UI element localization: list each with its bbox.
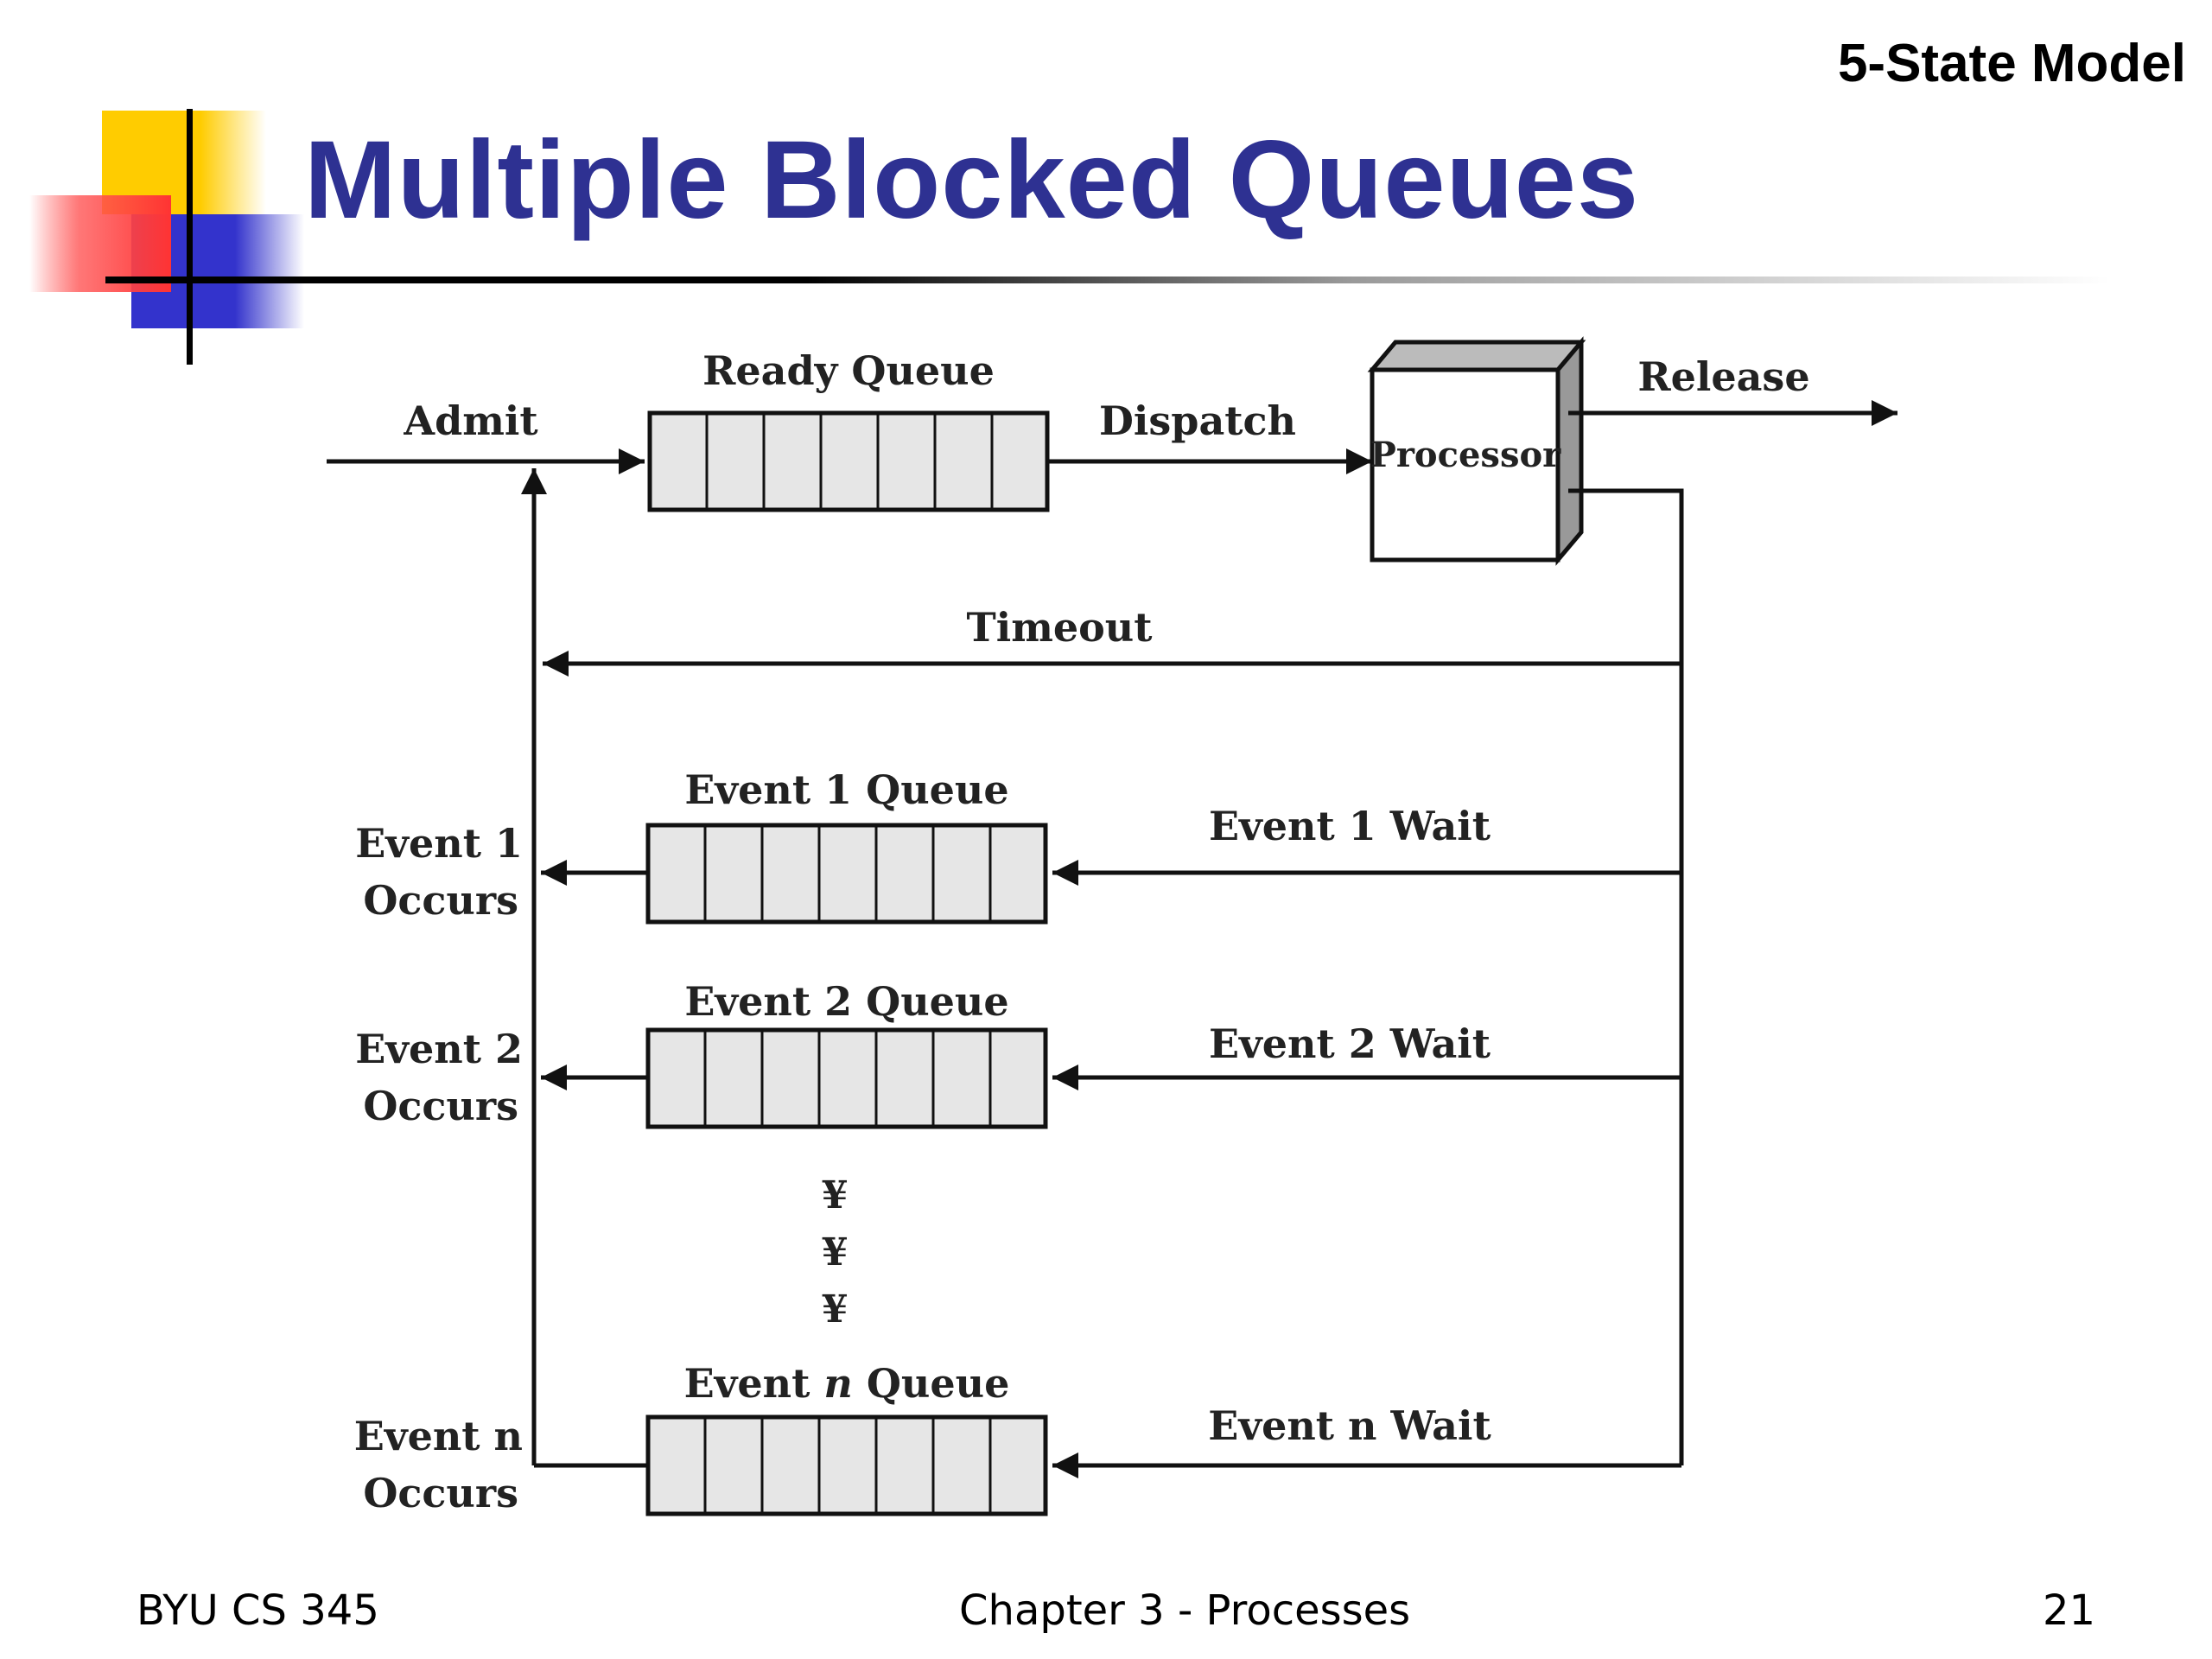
event-1-occurs-label: Event 1: [355, 820, 523, 867]
event-n-queue-box: [645, 1414, 1048, 1516]
event-n-queue-label: Event n Queue: [684, 1360, 1010, 1407]
event-2-wait-label: Event 2 Wait: [1209, 1020, 1491, 1067]
logo-vertical-bar: [187, 109, 193, 365]
ready-queue-label: Ready Queue: [702, 347, 995, 394]
footer-page-number: 21: [2043, 1586, 2096, 1635]
footer-course: BYU CS 345: [137, 1586, 379, 1635]
dispatch-label: Dispatch: [1099, 397, 1296, 444]
event-1-queue-label: Event 1 Queue: [684, 766, 1008, 813]
event-1-queue-box: [645, 823, 1048, 925]
event-n-queue-label-n: n: [823, 1360, 852, 1407]
event-2-occurs-label-line2: Occurs: [363, 1083, 518, 1129]
footer-chapter: Chapter 3 - Processes: [959, 1586, 1411, 1635]
event-2-queue-label: Event 2 Queue: [684, 978, 1008, 1025]
event-2-queue-box: [645, 1027, 1048, 1129]
event-n-queue-label-suffix: Queue: [853, 1360, 1010, 1407]
event-n-occurs-label: Event n: [354, 1413, 523, 1459]
event-n-wait-label: Event n Wait: [1208, 1402, 1491, 1449]
section-tag: 5-State Model: [1837, 34, 2186, 93]
event-1-wait-label: Event 1 Wait: [1209, 803, 1491, 849]
ready-queue-box: [647, 410, 1050, 512]
processor-return-line: [1568, 488, 1684, 1465]
release-label: Release: [1637, 353, 1809, 400]
ellipsis-glyph: ¥: [822, 1287, 849, 1332]
processor-label: Processor: [1370, 435, 1561, 475]
timeout-label: Timeout: [966, 604, 1153, 651]
event-n-occurs-label-line2: Occurs: [363, 1470, 518, 1516]
ellipsis-glyph: ¥: [822, 1230, 849, 1274]
event-2-occurs-label: Event 2: [355, 1026, 523, 1072]
title-underline: [105, 276, 2110, 283]
event-1-occurs-label-line2: Occurs: [363, 877, 518, 924]
logo-red-square: [29, 195, 171, 292]
event-n-queue-label-prefix: Event: [684, 1360, 824, 1407]
ellipsis-glyph: ¥: [822, 1173, 849, 1217]
slide-title: Multiple Blocked Queues: [304, 118, 1640, 242]
processor-box: [1367, 336, 1586, 566]
admit-label: Admit: [403, 397, 538, 444]
